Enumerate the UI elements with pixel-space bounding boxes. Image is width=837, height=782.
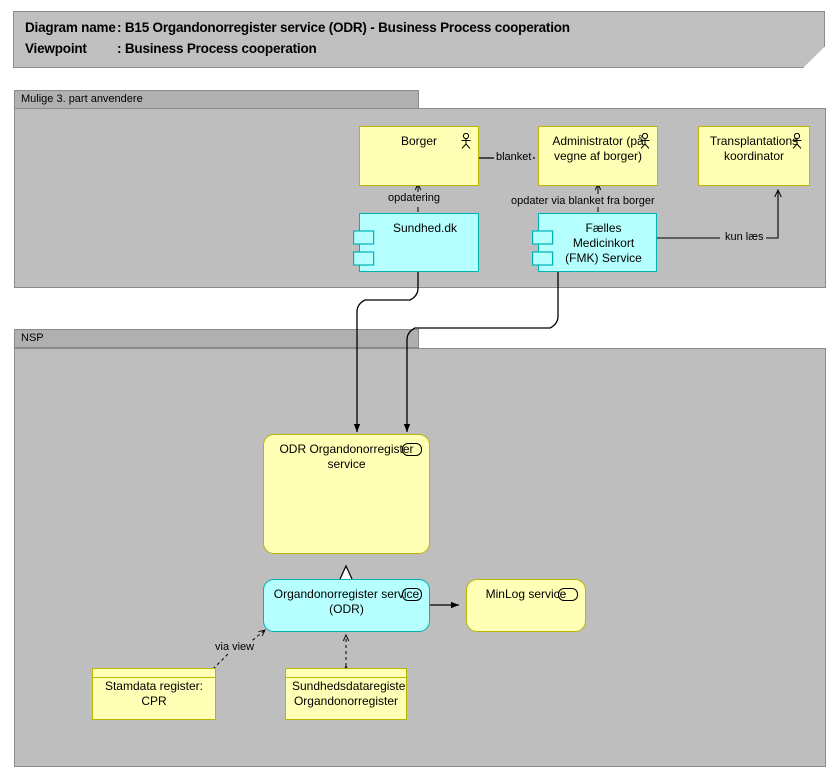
node-administrator[interactable]: Administrator (på vegne af borger) (538, 126, 658, 186)
connector-label-via-view: via view (213, 641, 257, 653)
node-label: MinLog service (485, 587, 567, 601)
data-object-header-bar (93, 669, 215, 678)
node-minlog-service[interactable]: MinLog service (466, 579, 586, 632)
node-label: Administrator (på vegne af borger) (552, 134, 644, 163)
component-icon (353, 230, 375, 266)
diagram-name-value: : B15 Organdonorregister service (ODR) -… (117, 20, 570, 35)
node-borger[interactable]: Borger (359, 126, 479, 186)
node-stamdata-register-cpr[interactable]: Stamdata register: CPR (92, 668, 216, 720)
node-odr-organdonorregister-service[interactable]: ODR Organdonorregister service (263, 434, 430, 554)
node-organdonorregister-service-odr[interactable]: Organdonorregister service (ODR) (263, 579, 430, 632)
node-label: Stamdata register: CPR (104, 679, 204, 708)
node-label: Sundhed.dk (392, 221, 458, 235)
actor-icon (792, 133, 802, 149)
node-sundhed-dk[interactable]: Sundhed.dk (353, 213, 479, 272)
viewpoint-line: Viewpoint : Business Process cooperation (25, 41, 317, 56)
node-label: Borger (400, 134, 438, 148)
node-sundhedsdataregister-organdonorregister[interactable]: Sundhedsdataregister: Organdonorregister (285, 668, 407, 720)
viewpoint-label: Viewpoint (25, 41, 87, 56)
node-fmk-service[interactable]: Fælles Medicinkort (FMK) Service (532, 213, 657, 272)
node-label: Sundhedsdataregister: Organdonorregister (292, 679, 407, 708)
service-icon (402, 443, 422, 456)
actor-icon (461, 133, 471, 149)
node-label: ODR Organdonorregister service (279, 442, 414, 471)
service-icon (558, 588, 578, 601)
node-label: Organdonorregister service (ODR) (273, 587, 420, 616)
node-label: Transplantations koordinator (709, 134, 799, 163)
connector-label-opdater-via-blanket: opdater via blanket fra borger (509, 195, 657, 207)
connector-label-blanket: blanket (494, 151, 534, 163)
service-icon (402, 588, 422, 601)
diagram-title-box: Diagram name: B15 Organdonorregister ser… (13, 11, 825, 68)
node-label: Fælles Medicinkort (FMK) Service (565, 221, 642, 265)
connector-label-opdatering: opdatering (386, 192, 442, 204)
connector-label-kun-laes: kun læs (723, 231, 766, 243)
diagram-name-label: Diagram name (25, 20, 116, 35)
diagram-name-line: Diagram name: B15 Organdonorregister ser… (25, 20, 570, 35)
viewpoint-value: : Business Process cooperation (117, 41, 317, 56)
component-icon (532, 230, 554, 266)
group-nsp-header: NSP (14, 329, 419, 348)
group-third-party-header: Mulige 3. part anvendere (14, 90, 419, 109)
data-object-header-bar (286, 669, 406, 678)
actor-icon (640, 133, 650, 149)
node-transplantations-koordinator[interactable]: Transplantations koordinator (698, 126, 810, 186)
